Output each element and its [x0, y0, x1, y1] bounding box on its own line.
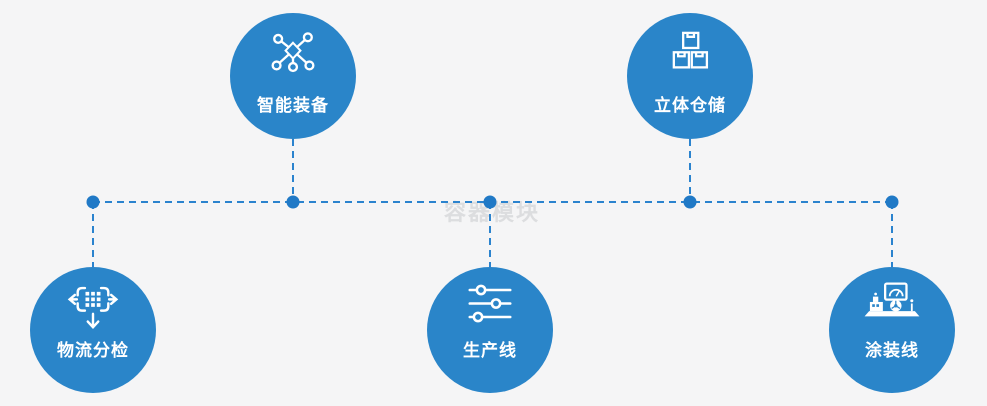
junction-dot	[86, 195, 100, 209]
junction-dot	[483, 195, 497, 209]
paint-machine-icon	[864, 282, 920, 317]
junction-dot	[286, 195, 300, 209]
node-painting-line[interactable]: 涂装线	[829, 267, 955, 393]
stacked-boxes-icon	[672, 31, 709, 69]
node-smart-equipment[interactable]: 智能装备	[230, 13, 356, 139]
node-warehouse[interactable]: 立体仓储	[627, 13, 753, 139]
node-logistics-sorting[interactable]: 物流分检	[30, 267, 156, 393]
node-label: 物流分检	[57, 341, 129, 361]
node-label: 生产线	[463, 341, 517, 361]
network-nodes-icon	[271, 32, 315, 73]
node-label: 智能装备	[257, 96, 329, 116]
node-label: 涂装线	[865, 341, 919, 361]
sorting-arrows-icon	[67, 286, 119, 329]
node-label: 立体仓储	[654, 96, 726, 116]
node-production-line[interactable]: 生产线	[427, 267, 553, 393]
sliders-icon	[468, 284, 512, 323]
junction-dot	[885, 195, 899, 209]
junction-dot	[683, 195, 697, 209]
